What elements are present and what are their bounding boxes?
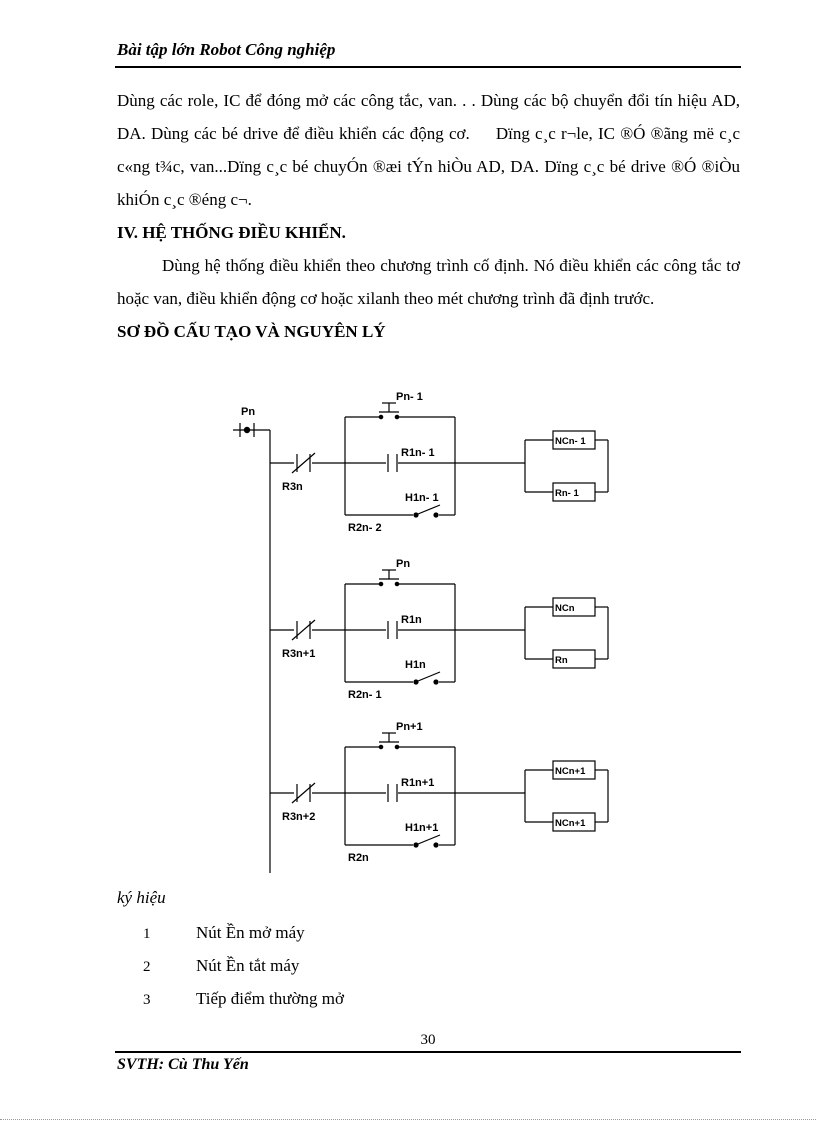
relay-contact-label: R1n: [401, 614, 422, 626]
legend-item-number: 1: [143, 926, 151, 942]
lamp-label: H1n- 1: [405, 492, 439, 504]
page-header-title: Bài tập lớn Robot Công nghiệp: [117, 40, 336, 59]
switch-icon: [413, 671, 441, 685]
paragraph-intro: Dùng các role, IC để đóng mở các công tắ…: [117, 91, 740, 209]
legend-item: 1 Nút Ền mở máy: [117, 916, 344, 949]
power-label: Pn: [241, 406, 255, 418]
no-contact-icon: [387, 454, 398, 472]
legend-item-label: Nút Ền tắt máy: [196, 956, 300, 975]
ladder-diagram-figure: Pn R3n: [0, 385, 816, 885]
power-entry-contact-icon: [233, 423, 270, 437]
stop-contact-label: R2n- 1: [348, 689, 382, 701]
button-label: Pn- 1: [396, 391, 423, 403]
footer-author: SVTH: Cù Thu Yến: [117, 1056, 249, 1073]
push-button-icon: [378, 569, 400, 587]
lamp-label: H1n+1: [405, 822, 438, 834]
lamp-label: H1n: [405, 659, 426, 671]
nc-contact-icon: [291, 782, 316, 804]
push-button-icon: [378, 732, 400, 750]
ladder-diagram: Pn R3n: [233, 391, 609, 873]
switch-icon: [413, 834, 441, 848]
output-bottom-label: Rn- 1: [555, 488, 579, 499]
input-contact-label: R3n: [282, 481, 303, 493]
ladder-rung-3: R3n+2 Pn+1: [270, 721, 609, 864]
nc-contact-icon: [291, 452, 316, 474]
legend-item-number: 3: [143, 992, 151, 1008]
legend-item: 3 Tiếp điểm thường mở: [117, 982, 344, 1015]
output-top-label: NCn+1: [555, 766, 586, 777]
push-button-icon: [378, 402, 400, 420]
input-contact-label: R3n+2: [282, 811, 315, 823]
relay-contact-label: R1n- 1: [401, 447, 435, 459]
paragraph-control-system: Dùng hệ thống điều khiển theo chương trì…: [117, 256, 740, 308]
input-contact-label: R3n+1: [282, 648, 315, 660]
switch-icon: [413, 504, 441, 518]
legend-item-label: Tiếp điểm thường mở: [196, 989, 344, 1008]
page-bottom-edge: [0, 1119, 816, 1120]
legend-item-label: Nút Ền mở máy: [196, 923, 305, 942]
button-label: Pn+1: [396, 721, 423, 733]
legend-title: ký hiệu: [117, 888, 166, 907]
output-top-label: NCn- 1: [555, 436, 586, 447]
footer-rule: [115, 1051, 741, 1053]
output-bottom-label: NCn+1: [555, 818, 586, 829]
no-contact-icon: [387, 784, 398, 802]
ladder-rung-1: R3n Pn- 1: [270, 391, 609, 534]
nc-contact-icon: [291, 619, 316, 641]
ladder-rung-2: R3n+1 Pn: [270, 558, 609, 701]
output-top-label: NCn: [555, 603, 575, 614]
body-content: Dùng các role, IC để đóng mở các công tắ…: [117, 84, 740, 348]
header-rule: [115, 66, 741, 68]
output-bottom-label: Rn: [555, 655, 568, 666]
page-number: 30: [420, 1032, 436, 1048]
legend-item: 2 Nút Ền tắt máy: [117, 949, 344, 982]
button-label: Pn: [396, 558, 410, 570]
no-contact-icon: [387, 621, 398, 639]
section-heading-schematic: SƠ ĐỒ CẤU TẠO VÀ NGUYÊN LÝ: [117, 322, 386, 341]
stop-contact-label: R2n: [348, 852, 369, 864]
relay-contact-label: R1n+1: [401, 777, 434, 789]
legend-item-number: 2: [143, 959, 151, 975]
legend: ký hiệu 1 Nút Ền mở máy 2 Nút Ền tắt máy 3…: [117, 880, 344, 1015]
stop-contact-label: R2n- 2: [348, 522, 382, 534]
section-heading-control-system: IV. HỆ THỐNG ĐIỀU KHIỂN.: [117, 223, 346, 242]
